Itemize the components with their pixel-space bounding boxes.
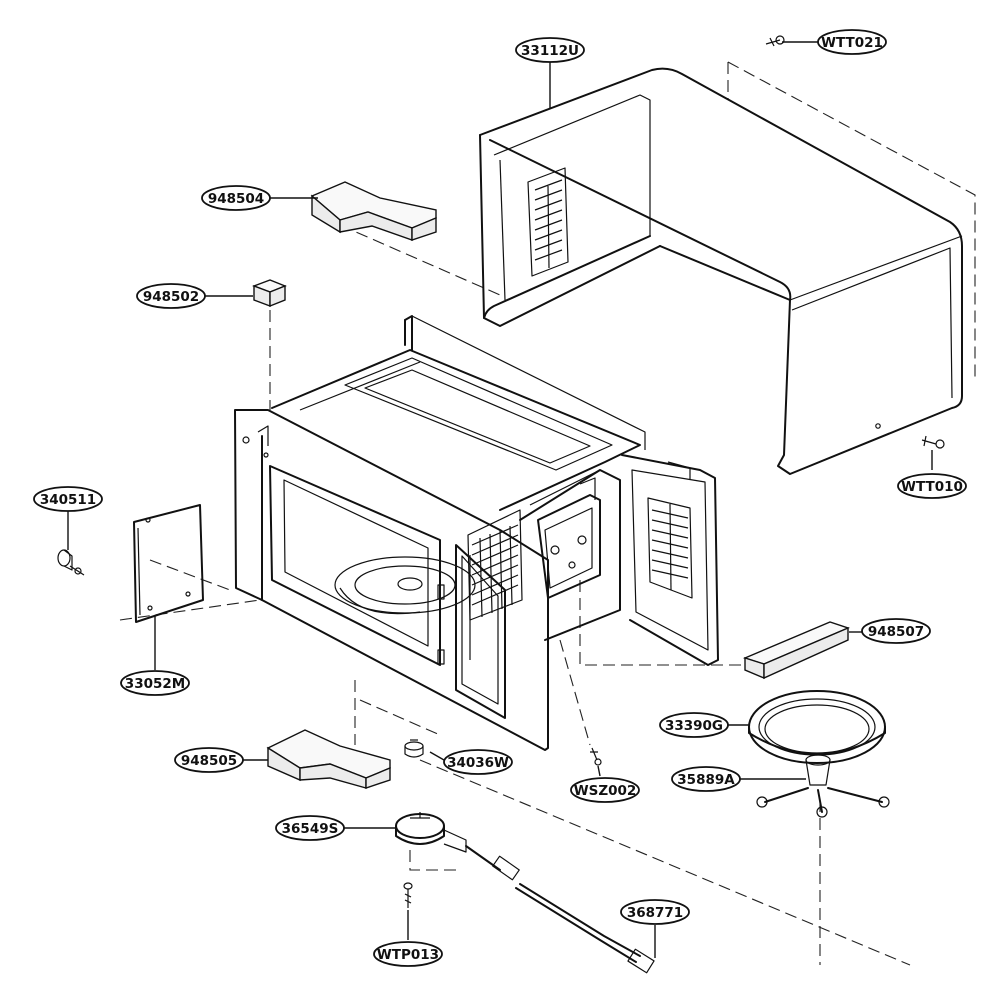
label-948505: 948505 — [181, 753, 237, 769]
label-WSZ002: WSZ002 — [574, 783, 637, 799]
screw-WTT021 — [765, 35, 785, 47]
callout-948505: 948505 — [174, 747, 244, 773]
label-33390G: 33390G — [665, 718, 723, 734]
label-34036W: 34036W — [447, 755, 509, 771]
callout-35889A: 35889A — [671, 766, 741, 792]
alignment-guides — [119, 61, 976, 966]
callout-WSZ002: WSZ002 — [570, 777, 640, 803]
callout-34036W: 34036W — [443, 749, 513, 775]
label-WTP013: WTP013 — [377, 947, 439, 963]
callout-WTT010: WTT010 — [897, 473, 967, 499]
callout-340511: 340511 — [33, 486, 103, 512]
roller-support-35889A — [756, 754, 890, 818]
callout-33052M: 33052M — [120, 670, 190, 696]
glass-tray-33390G — [748, 690, 886, 764]
foam-pad-948505 — [266, 729, 391, 789]
label-33112U: 33112U — [521, 43, 579, 59]
turntable-inside — [334, 556, 476, 615]
label-WTT010: WTT010 — [901, 479, 963, 495]
cabinet-vent — [527, 167, 569, 277]
screw-WTT010 — [921, 435, 945, 449]
label-340511: 340511 — [40, 492, 96, 508]
label-36549S: 36549S — [282, 821, 339, 837]
callout-WTP013: WTP013 — [373, 941, 443, 967]
callout-948504: 948504 — [201, 185, 271, 211]
label-WTT021: WTT021 — [821, 35, 883, 51]
label-35889A: 35889A — [677, 772, 735, 788]
label-948507: 948507 — [868, 624, 924, 640]
control-bracket — [537, 477, 601, 599]
callout-948507: 948507 — [861, 618, 931, 644]
callout-368771: 368771 — [620, 899, 690, 925]
rear-vent — [647, 497, 693, 599]
callout-33112U: 33112U — [515, 37, 585, 63]
screw-WSZ002 — [590, 747, 602, 766]
coupler-34036W — [404, 739, 424, 758]
callout-33390G: 33390G — [659, 712, 729, 738]
wire-harness-368771 — [465, 845, 655, 974]
callout-36549S: 36549S — [275, 815, 345, 841]
callout-948502: 948502 — [136, 283, 206, 309]
foam-block-948502 — [252, 279, 287, 308]
callout-WTT021: WTT021 — [817, 29, 887, 55]
motor-36549S — [395, 812, 467, 853]
label-948502: 948502 — [143, 289, 199, 305]
leader-lines — [67, 41, 933, 958]
label-33052M: 33052M — [125, 676, 185, 692]
fastener-340511 — [57, 549, 85, 576]
oven-chassis — [234, 315, 719, 751]
cover-plate-33052M — [133, 504, 204, 623]
mesh-grid — [467, 509, 523, 621]
screw-WTP013 — [403, 882, 413, 908]
outer-cabinet — [479, 67, 963, 475]
label-368771: 368771 — [627, 905, 683, 921]
foam-bar-948507 — [742, 621, 850, 680]
label-948504: 948504 — [208, 191, 264, 207]
foam-pad-948504 — [310, 181, 437, 241]
